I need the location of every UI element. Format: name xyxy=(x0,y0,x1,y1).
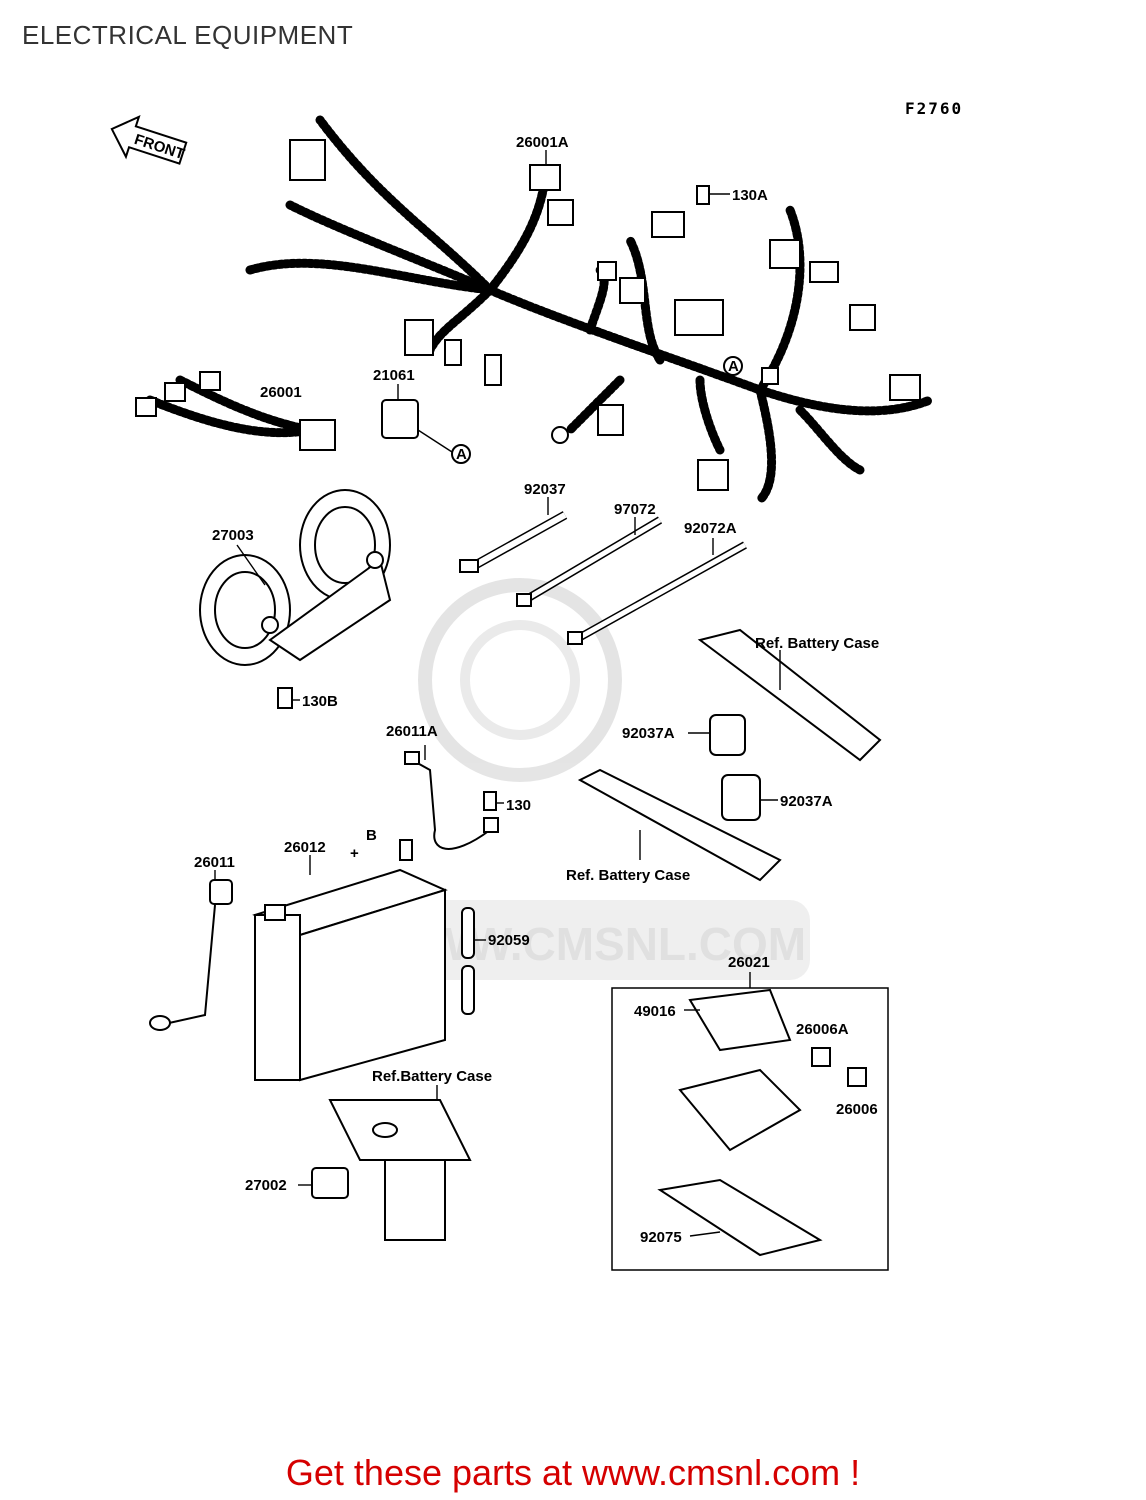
fuse-box-group xyxy=(611,972,889,1271)
callout-27002: 27002 xyxy=(245,1177,287,1194)
callout-26006: 26006 xyxy=(836,1101,878,1118)
callout-ref-battery-case-2: Ref. Battery Case xyxy=(566,867,690,884)
callout-ref-battery-case-1: Ref. Battery Case xyxy=(755,635,879,652)
footer-link[interactable]: Get these parts at www.cmsnl.com ! xyxy=(285,1452,861,1493)
callout-97072: 97072 xyxy=(614,501,656,518)
callout-26006a: 26006A xyxy=(796,1021,849,1038)
callout-49016: 49016 xyxy=(634,1003,676,1020)
callout-92037a-2: 92037A xyxy=(780,793,833,810)
callout-26011: 26011 xyxy=(194,854,235,871)
callout-ref-battery-case-3: Ref.Battery Case xyxy=(372,1068,492,1085)
callout-26021: 26021 xyxy=(728,954,770,971)
callout-92072a: 92072A xyxy=(684,520,737,537)
ground-cable xyxy=(404,745,499,850)
page-title: ELECTRICAL EQUIPMENT xyxy=(22,20,354,50)
callout-26012: 26012 xyxy=(284,839,326,856)
parts-diagram: WWW.CMSNL.COM FRONT F2760 xyxy=(110,99,963,1271)
callout-130b: 130B xyxy=(302,693,338,710)
callout-92075: 92075 xyxy=(640,1229,682,1246)
callout-26011a: 26011A xyxy=(386,723,438,740)
cable-ties xyxy=(459,497,747,645)
vent-tube xyxy=(461,907,486,1015)
figure-code: F2760 xyxy=(905,99,963,118)
negative-cable xyxy=(149,870,233,1031)
callout-92037: 92037 xyxy=(524,481,566,498)
battery: + B xyxy=(252,827,448,1082)
relay-21061: A xyxy=(381,384,471,464)
battery-terminal-plus: + xyxy=(350,845,359,862)
callout-26001: 26001 xyxy=(260,384,302,401)
battery-case-bracket-upper xyxy=(697,628,882,762)
connector-mark-a-relay: A xyxy=(456,446,467,463)
callout-92037a-1: 92037A xyxy=(622,725,675,742)
connector-mark-a-top: A xyxy=(728,358,739,375)
front-arrow-icon: FRONT xyxy=(110,114,188,165)
battery-terminal-b: B xyxy=(366,827,377,844)
callout-27003: 27003 xyxy=(212,527,254,544)
callout-92059: 92059 xyxy=(488,932,530,949)
callout-21061: 21061 xyxy=(373,367,415,384)
main-wiring-harness: A xyxy=(245,115,935,505)
watermark-text: WWW.CMSNL.COM xyxy=(382,918,806,970)
battery-case-lower xyxy=(298,1085,472,1241)
callout-130a: 130A xyxy=(732,187,768,204)
horns xyxy=(199,489,392,709)
callout-130: 130 xyxy=(506,797,531,814)
battery-case-bracket-lower xyxy=(577,768,782,882)
callout-26001a: 26001A xyxy=(516,134,569,151)
sub-harness xyxy=(135,371,336,451)
